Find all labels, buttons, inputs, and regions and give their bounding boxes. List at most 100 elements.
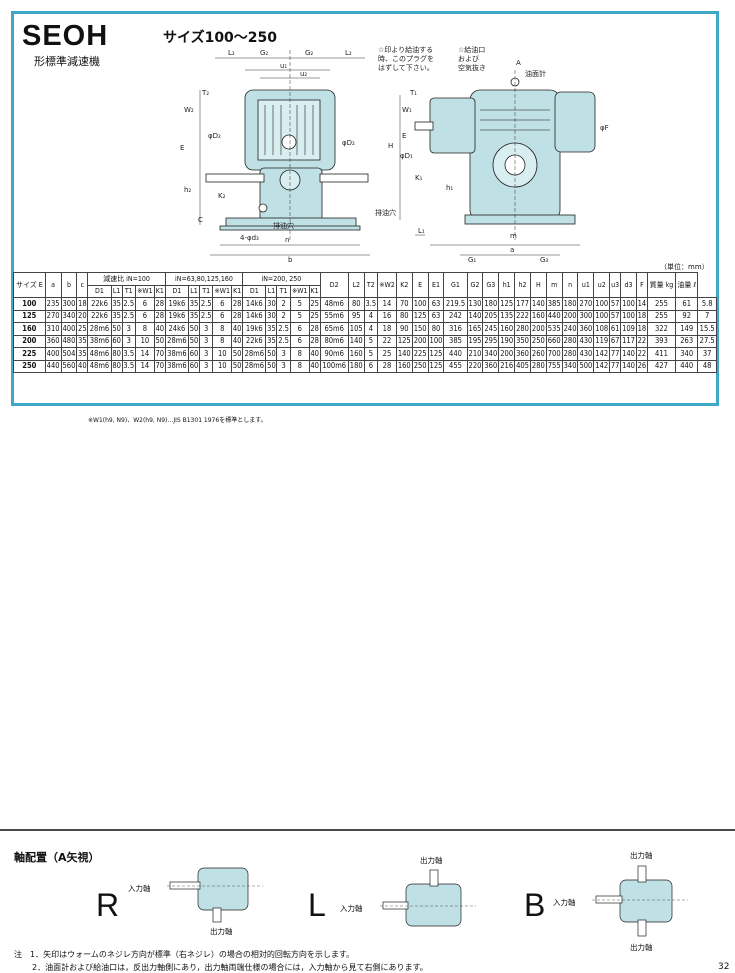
table-cell: 340 [60, 309, 78, 323]
svg-text:L₂: L₂ [345, 49, 352, 57]
table-cell: 27.5 [697, 334, 717, 348]
output-shaft-label: 出力軸 [630, 943, 653, 952]
arrangement-letter-l: L [308, 887, 326, 923]
table-cell: 260 [529, 347, 547, 361]
table-cell: 5 [289, 309, 310, 323]
table-header: L1 [110, 284, 123, 298]
table-cell: 6 [212, 309, 233, 323]
svg-text:b: b [288, 256, 293, 264]
spec-table: サイズ E a b c 減速比 iN=100 iN=63,80,125,160 … [13, 272, 717, 373]
table-cell: 80m6 [319, 334, 349, 348]
output-shaft-label: 出力軸 [210, 927, 233, 936]
table-header: ※W1 [212, 284, 233, 298]
table-cell: 216 [498, 359, 516, 373]
table-cell: 28m6 [242, 347, 267, 361]
table-cell: 140 [620, 359, 637, 373]
table-cell: 340 [482, 347, 500, 361]
table-cell: 40 [308, 347, 321, 361]
svg-text:K₂: K₂ [218, 192, 226, 200]
table-header: L1 [188, 284, 200, 298]
table-cell: 14k6 [242, 297, 267, 311]
table-cell: 63 [427, 309, 445, 323]
table-cell: 28m6 [87, 322, 112, 336]
table-header: L1 [265, 284, 278, 298]
table-header: D2 [319, 272, 349, 298]
table-cell: 19k6 [164, 309, 190, 323]
table-cell: 7 [697, 309, 717, 323]
svg-text:φD₁: φD₁ [400, 152, 413, 160]
table-cell: 411 [646, 347, 677, 361]
table-cell: 60 [110, 334, 123, 348]
table-cell: 92 [675, 309, 699, 323]
table-header: E [411, 272, 429, 298]
table-header: L2 [347, 272, 365, 298]
svg-text:排油穴: 排油穴 [375, 208, 396, 217]
table-cell: 125 [427, 359, 445, 373]
table-cell: 142 [593, 359, 611, 373]
table-cell: 2 [276, 297, 291, 311]
table-cell: 2.5 [276, 334, 291, 348]
svg-text:K₁: K₁ [415, 174, 423, 182]
svg-text:排油穴: 排油穴 [273, 221, 294, 230]
table-cell: 350 [514, 334, 531, 348]
table-cell: 50 [110, 322, 123, 336]
table-cell: 35 [110, 309, 123, 323]
table-header: h1 [498, 272, 516, 298]
note-1: 注 1．矢印はウォームのネジレ方向が標準（右ネジレ）の場合の相対的回転方向を示し… [14, 950, 355, 959]
table-cell: 427 [646, 359, 677, 373]
table-cell: 3 [198, 322, 214, 336]
table-header: ※W1 [134, 284, 155, 298]
table-cell: 140 [395, 347, 413, 361]
table-cell: 40 [231, 322, 244, 336]
table-cell: 280 [561, 347, 579, 361]
table-footnote: ※W1(h9, N9)、W2(h9, N9)…JIS B1301 1976を標準… [88, 417, 267, 424]
table-cell: 35 [188, 297, 200, 311]
table-cell: 160 [347, 347, 365, 361]
table-cell: 50 [153, 334, 166, 348]
table-cell: 18 [635, 322, 648, 336]
table-cell: 37 [697, 347, 717, 361]
table-cell: 2.5 [198, 309, 214, 323]
table-cell: 360 [577, 322, 595, 336]
table-cell: 177 [514, 297, 531, 311]
table-cell: 38m6 [87, 334, 112, 348]
table-cell: 28 [153, 297, 166, 311]
table-cell: 90 [395, 322, 413, 336]
svg-text:A: A [516, 59, 521, 67]
table-cell: 300 [577, 309, 595, 323]
table-cell: 235 [44, 297, 62, 311]
table-cell: 100 [620, 309, 637, 323]
table-cell: 14 [377, 297, 397, 311]
table-cell: 270 [577, 297, 595, 311]
table-cell: 38m6 [164, 359, 190, 373]
table-cell: 22k6 [87, 297, 112, 311]
arrangement-letter-r: R [96, 887, 120, 923]
table-cell: 65m6 [319, 322, 349, 336]
table-header: h2 [514, 272, 531, 298]
svg-text:a: a [510, 246, 514, 254]
table-cell: 8 [134, 322, 155, 336]
table-cell: 28 [308, 334, 321, 348]
table-header: T1 [198, 284, 214, 298]
table-cell: 310 [44, 322, 62, 336]
table-cell: 3 [276, 359, 291, 373]
table-cell: 385 [443, 334, 468, 348]
table-header: T1 [276, 284, 291, 298]
svg-text:C: C [198, 216, 203, 224]
table-cell: 220 [466, 359, 484, 373]
table-cell: 63 [427, 297, 445, 311]
table-cell: 60 [188, 347, 200, 361]
page-title: SEOH [22, 20, 109, 52]
table-cell: 4 [363, 322, 379, 336]
table-cell: 50 [231, 347, 244, 361]
table-cell: 95 [347, 309, 365, 323]
svg-text:φD₂: φD₂ [342, 139, 355, 147]
table-cell: 125 [13, 309, 46, 323]
table-cell: 270 [44, 309, 62, 323]
table-header: b [60, 272, 78, 298]
svg-text:u₁: u₁ [280, 62, 287, 70]
svg-text:G₂: G₂ [260, 49, 268, 57]
table-cell: 100 [13, 297, 46, 311]
table-cell: 70 [153, 359, 166, 373]
